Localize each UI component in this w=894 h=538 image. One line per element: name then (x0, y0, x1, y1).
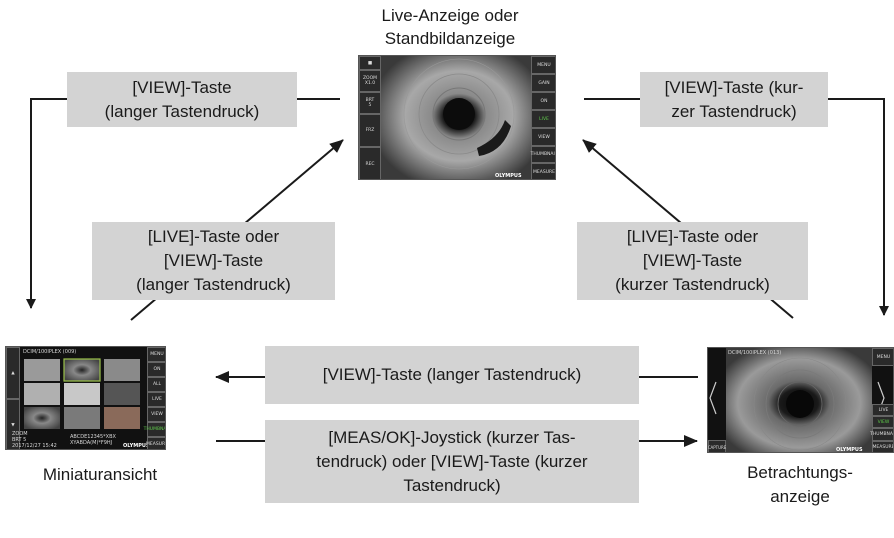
label-view-long-middle: [VIEW]-Taste (langer Tastendruck) (265, 346, 639, 404)
thumbnail-view-screenshot: ▲ ▼ DCIM/100IPLEX (009) ZOOM BRT 5 2017/… (5, 346, 166, 450)
label-view-short-top: [VIEW]-Taste (kur- zer Tastendruck) (640, 72, 828, 127)
thumbnail-grid (24, 358, 140, 429)
live-display-screenshot: ■ ZOOM X1.0 BRT 5 FRZ REC MENU GAIN ON L… (358, 55, 556, 180)
label-view-long-top: [VIEW]-Taste (langer Tastendruck) (67, 72, 297, 127)
live-display-title: Live-Anzeige oder Standbildanzeige (381, 6, 519, 48)
label-live-view-short: [LIVE]-Taste oder [VIEW]-Taste (kurzer T… (577, 222, 808, 300)
label-live-view-long: [LIVE]-Taste oder [VIEW]-Taste (langer T… (92, 222, 335, 300)
pipe-interior-image (709, 348, 885, 452)
pipe-interior-image (381, 56, 531, 179)
viewing-display-screenshot: DCIM/100IPLEX (013) CAPTURE MENU LIVE VI… (707, 347, 894, 453)
label-meas-ok: [MEAS/OK]-Joystick (kurzer Tas- tendruck… (265, 420, 639, 503)
thumbnail-view-title: Miniaturansicht (42, 465, 158, 484)
viewing-display-title: Betrachtungs- anzeige (747, 463, 853, 506)
